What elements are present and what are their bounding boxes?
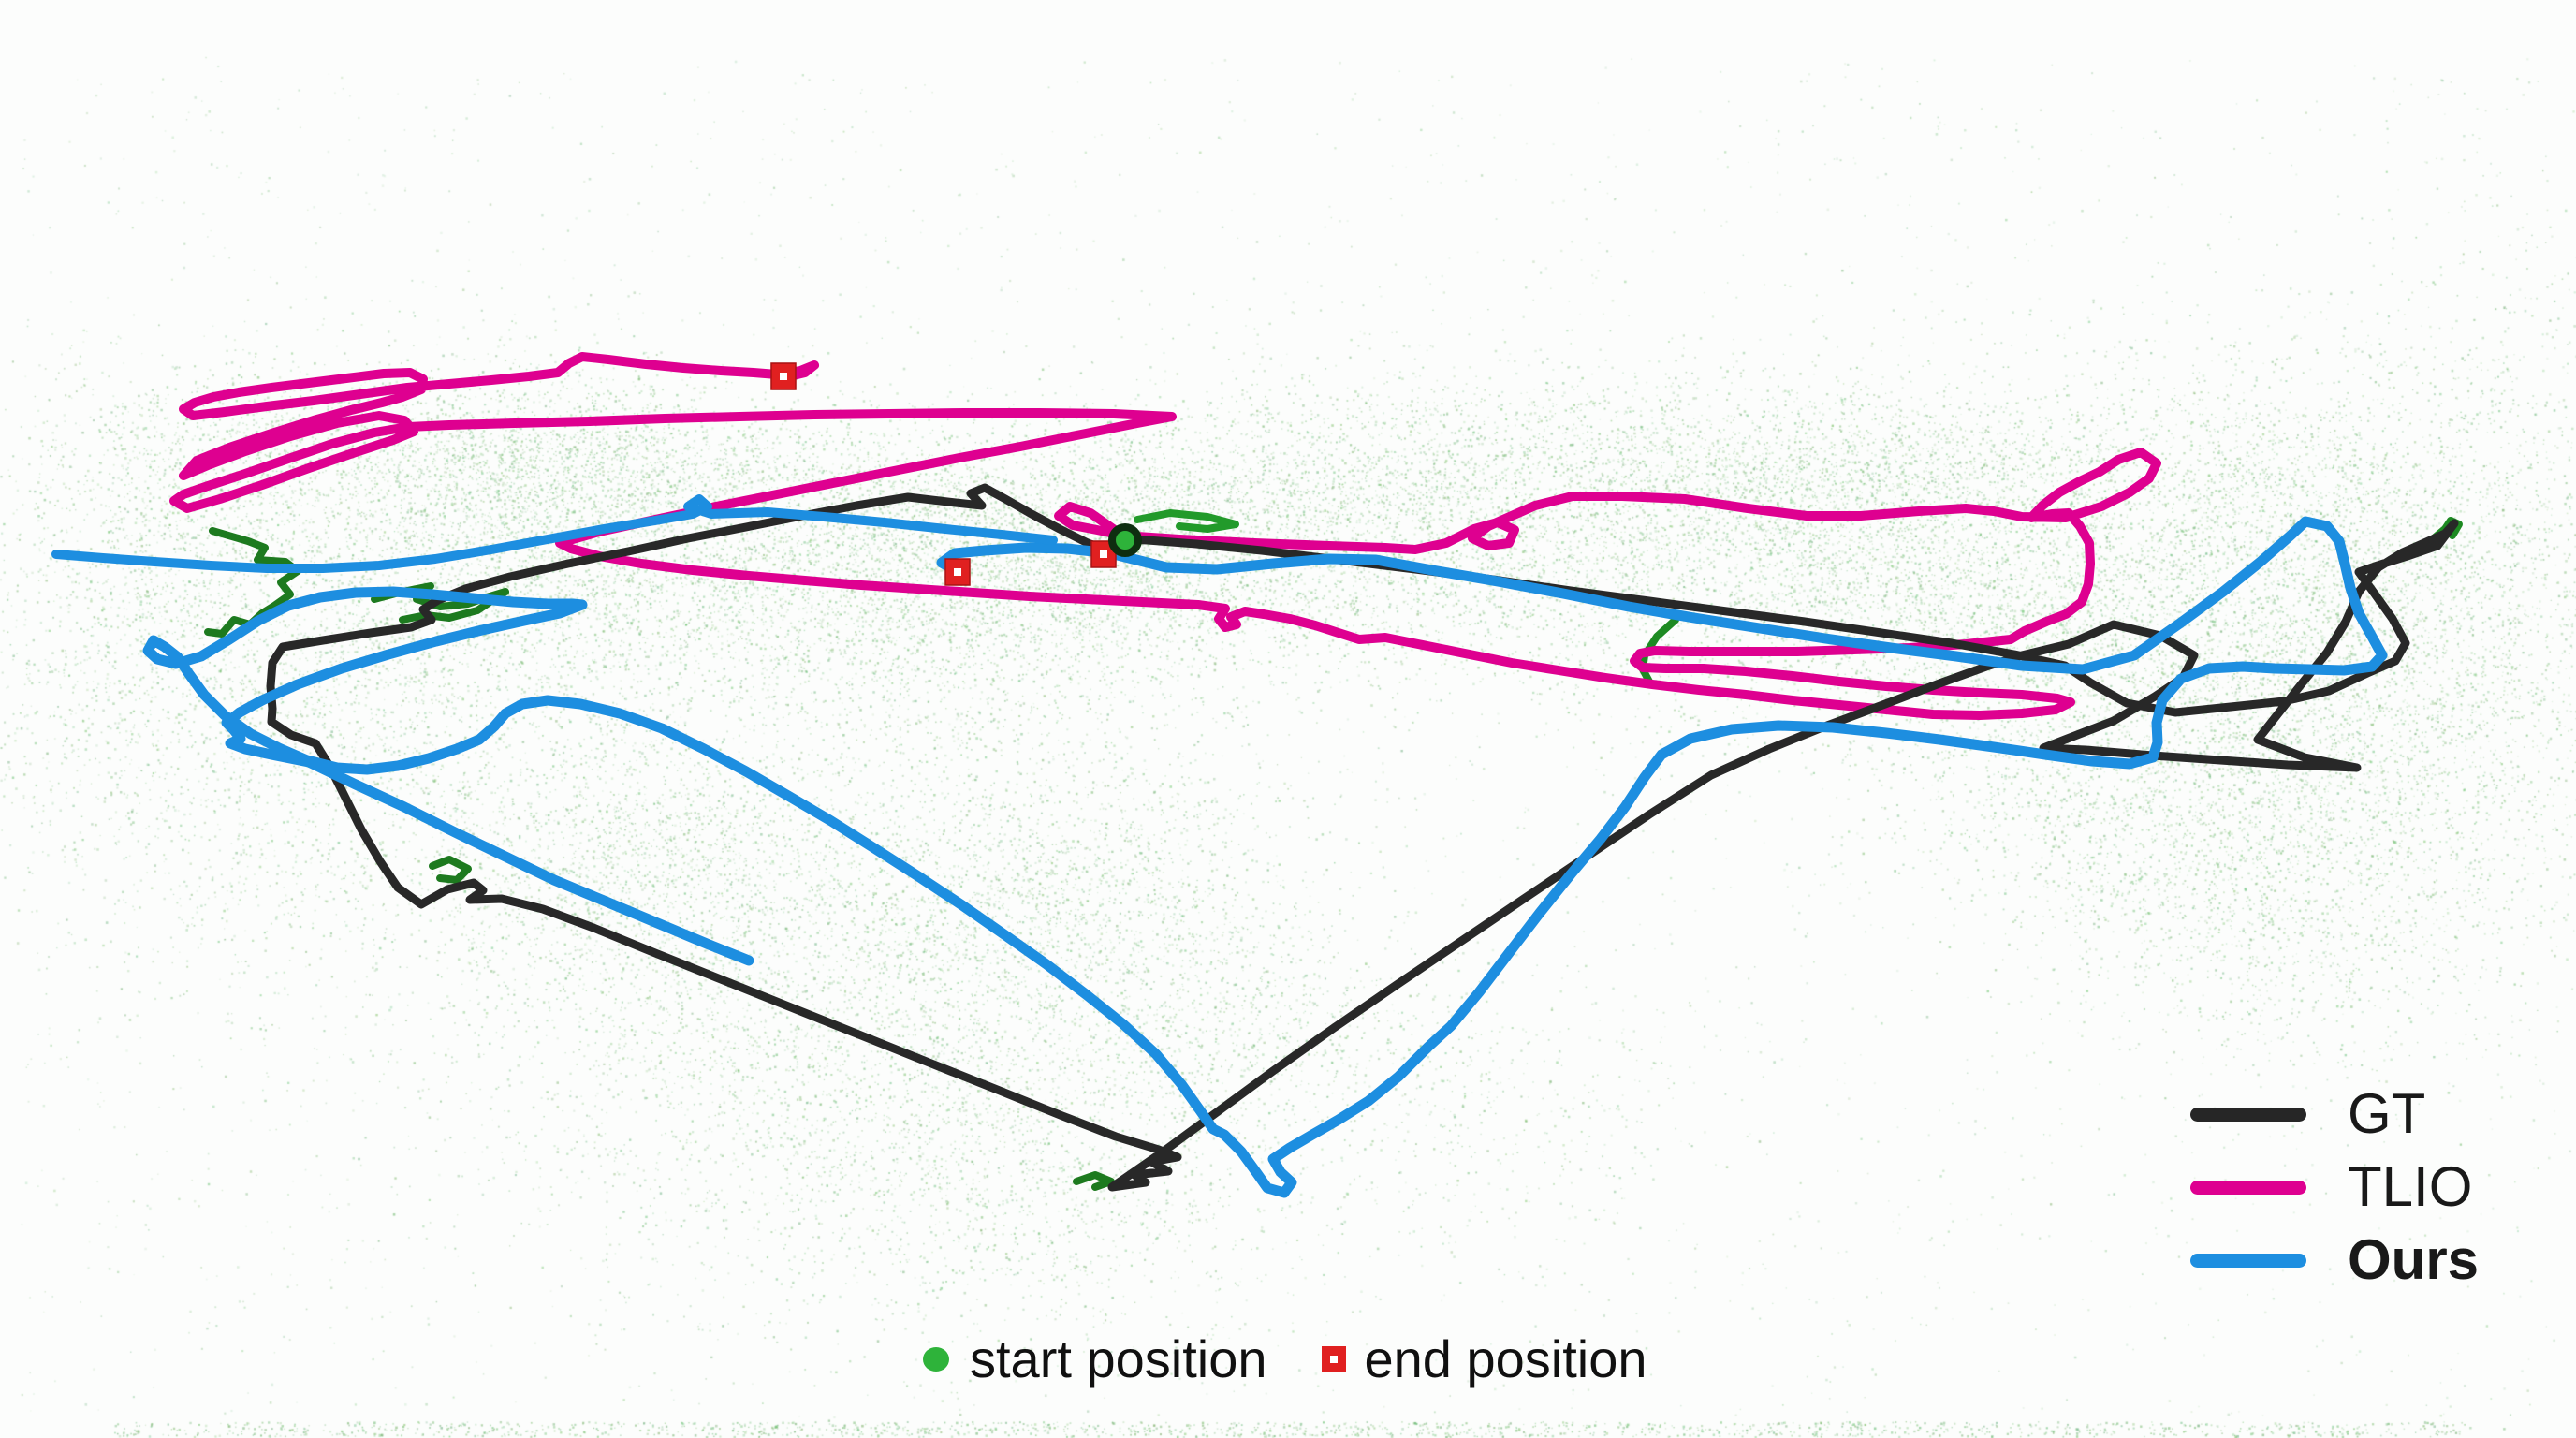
series-legend: GT TLIO Ours — [2190, 1086, 2479, 1288]
dark-green-segment-1 — [204, 527, 301, 638]
ours-west-parallel — [51, 494, 1058, 573]
legend-row-tlio: TLIO — [2190, 1159, 2479, 1215]
dark-green-segment-5 — [1073, 1171, 1115, 1191]
dark-green-segment-3 — [1134, 509, 1239, 533]
tlio-line-icon — [2190, 1180, 2306, 1195]
end-position-label: end position — [1364, 1329, 1647, 1388]
end-position-icon — [1321, 1346, 1346, 1372]
legend-label-ours: Ours — [2348, 1228, 2480, 1291]
legend-row-gt: GT — [2190, 1086, 2479, 1142]
legend-label-gt: GT — [2348, 1082, 2426, 1145]
start-position-label: start position — [970, 1329, 1267, 1388]
dark-green-segment-6 — [429, 856, 472, 884]
legend-label-tlio: TLIO — [2348, 1155, 2473, 1218]
end-position-marker-0 — [770, 362, 797, 390]
trajectory-tlio — [169, 352, 2161, 720]
marker-legend: start position end position — [923, 1324, 1647, 1395]
start-position-icon — [923, 1347, 949, 1372]
start-position-marker — [1108, 523, 1142, 557]
trajectory-ours — [142, 516, 2388, 1198]
trajectory-gt — [266, 483, 2459, 1192]
ours-line-icon — [2190, 1253, 2306, 1268]
legend-row-ours: Ours — [2190, 1232, 2479, 1288]
end-position-marker-1 — [944, 558, 971, 586]
gt-line-icon — [2190, 1107, 2306, 1122]
